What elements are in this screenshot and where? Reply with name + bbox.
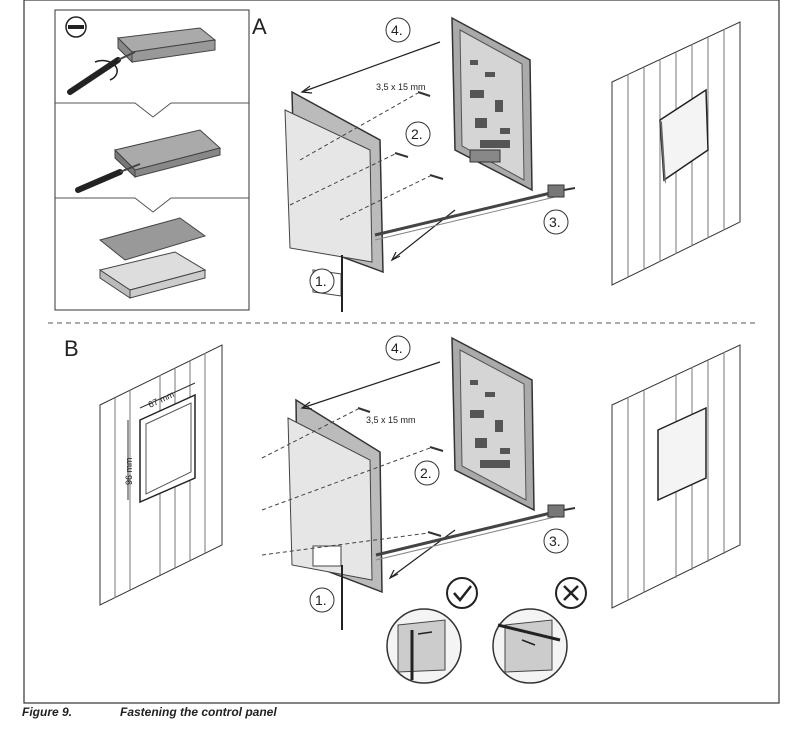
- step-1-marker-a: 1.: [309, 268, 335, 294]
- svg-text:2.: 2.: [420, 465, 432, 481]
- panel-cover-b: [287, 398, 383, 630]
- cable-b: [375, 504, 576, 561]
- step-3-marker-b: 3.: [543, 528, 569, 554]
- step-4-marker-b: 4.: [385, 335, 411, 361]
- cutout-height-label: 96 mm: [124, 457, 134, 485]
- screw-size-label-a: 3,5 x 15 mm: [376, 82, 426, 92]
- svg-text:3.: 3.: [549, 214, 561, 230]
- step-1-marker-b: 1.: [309, 587, 335, 613]
- flat-screwdriver-icon: [65, 16, 87, 38]
- screws-b: [357, 407, 444, 537]
- check-circle-icon: [446, 577, 478, 609]
- svg-text:4.: 4.: [391, 22, 403, 38]
- svg-text:1.: 1.: [315, 273, 327, 289]
- figure-frame: [23, 0, 780, 704]
- cable-a: [374, 184, 576, 241]
- incorrect-cable-detail: [492, 608, 568, 684]
- section-b-label: B: [64, 336, 79, 361]
- dashed-guides-b: [261, 408, 431, 556]
- section-a-label: A: [252, 14, 267, 39]
- step-4-marker-a: 4.: [385, 17, 411, 43]
- wall-flush-result-b: [611, 344, 741, 609]
- cover-removal-inset: [54, 9, 250, 311]
- wall-cutout-b: [99, 344, 223, 606]
- circuit-board-a: [451, 16, 533, 192]
- svg-text:4.: 4.: [391, 340, 403, 356]
- cross-circle-icon: [555, 577, 587, 609]
- dashed-guides-a: [289, 92, 431, 221]
- svg-text:2.: 2.: [411, 126, 423, 142]
- screws-a: [394, 91, 444, 180]
- svg-text:1.: 1.: [315, 592, 327, 608]
- svg-text:3.: 3.: [549, 533, 561, 549]
- screw-size-label-b: 3,5 x 15 mm: [366, 415, 416, 425]
- step-3-marker-a: 3.: [543, 209, 569, 235]
- step-2-marker-b: 2.: [414, 460, 440, 486]
- wall-mounted-result-a: [611, 21, 741, 286]
- step-2-marker-a: 2.: [405, 121, 431, 147]
- figure-caption: Fastening the control panel: [120, 705, 277, 719]
- circuit-board-b: [451, 336, 535, 512]
- figure-number: Figure 9.: [22, 705, 73, 719]
- correct-cable-detail: [386, 608, 462, 684]
